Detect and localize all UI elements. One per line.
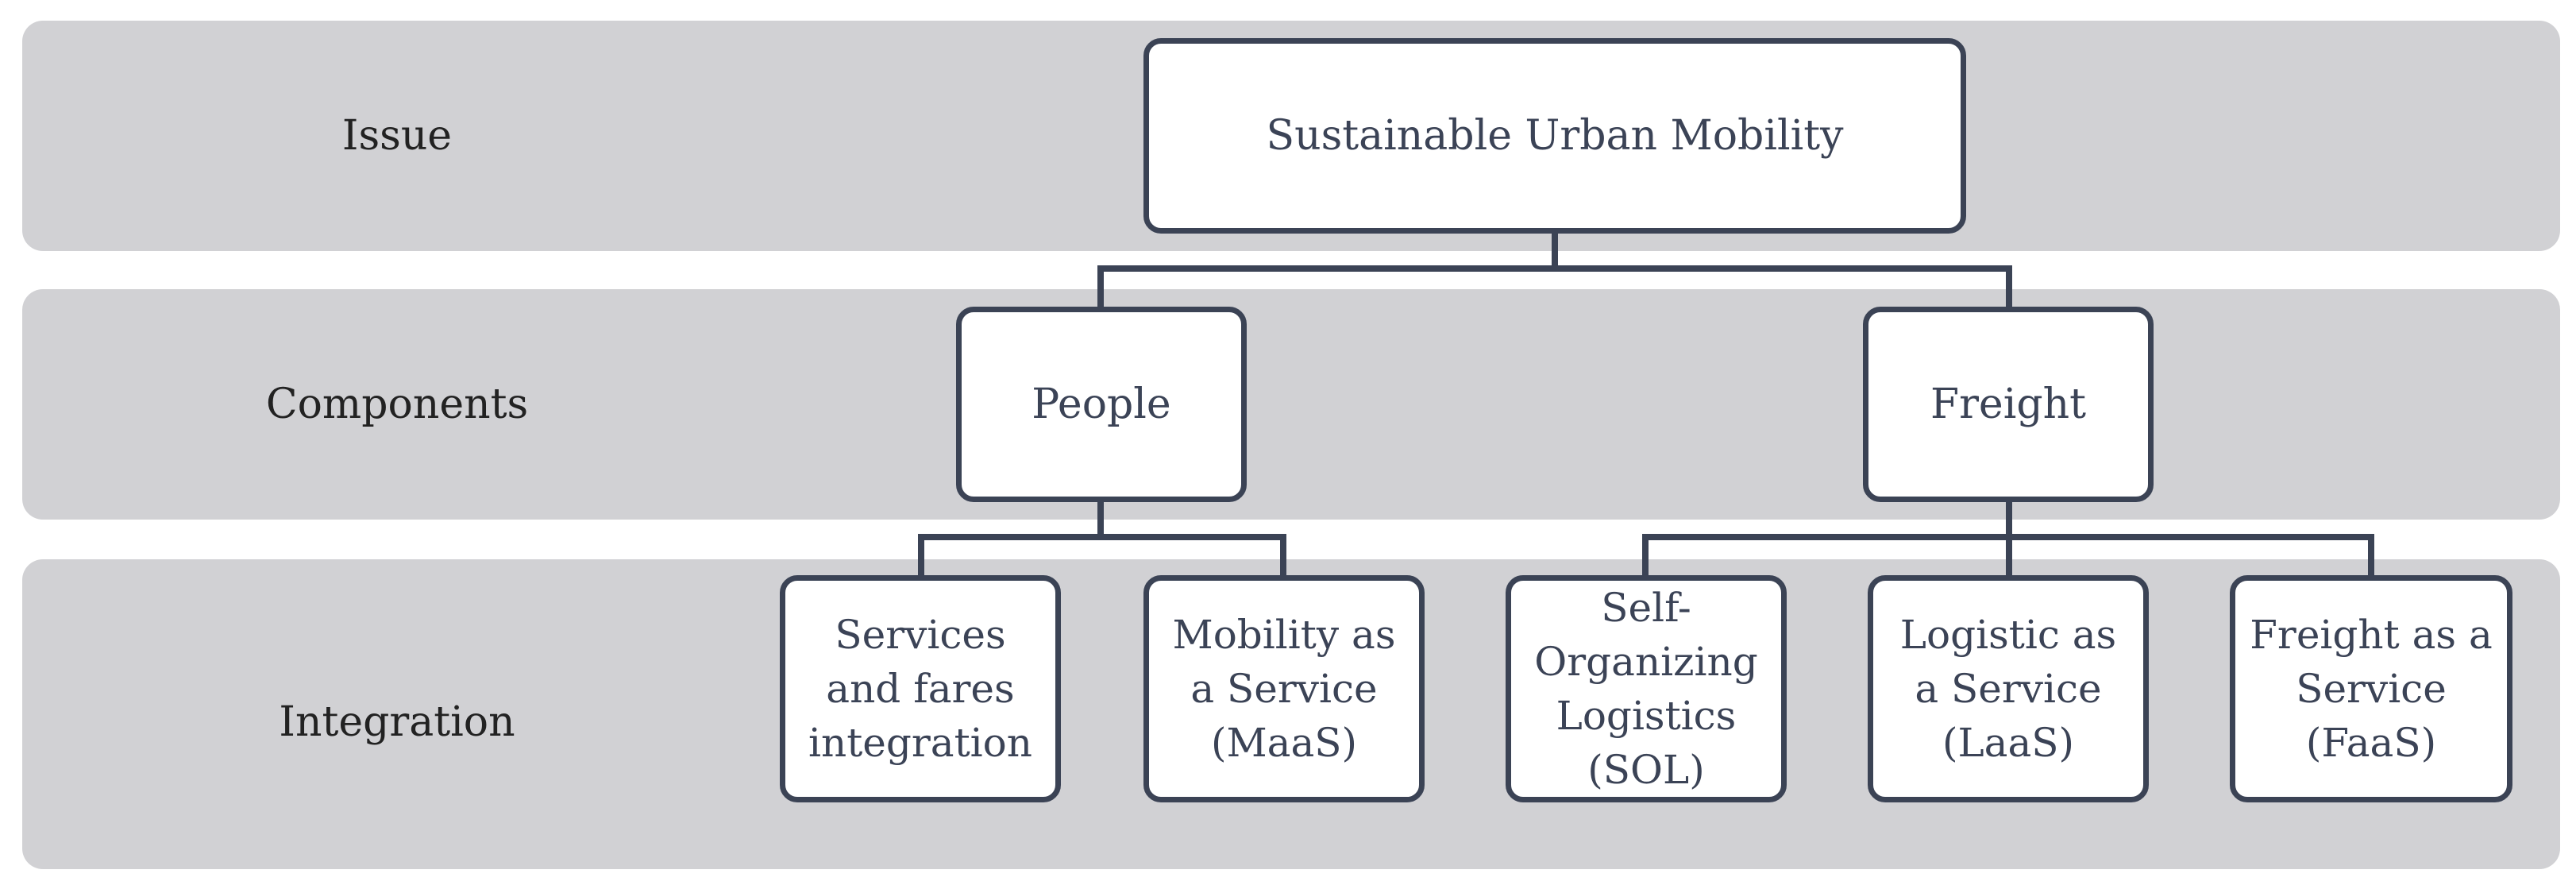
row-label-integration: Integration [279, 698, 515, 746]
node-laas: Logistic as a Service (LaaS) [1868, 575, 2149, 802]
node-freight: Freight [1863, 307, 2154, 502]
node-services-fares-integration: Services and fares integration [780, 575, 1061, 802]
node-faas: Freight as a Service (FaaS) [2230, 575, 2512, 802]
node-people: People [956, 307, 1247, 502]
node-sol: Self- Organizing Logistics (SOL) [1506, 575, 1787, 802]
node-sustainable-urban-mobility: Sustainable Urban Mobility [1143, 38, 1966, 234]
row-label-issue: Issue [341, 112, 453, 160]
node-maas: Mobility as a Service (MaaS) [1143, 575, 1425, 802]
row-label-components: Components [265, 381, 529, 428]
